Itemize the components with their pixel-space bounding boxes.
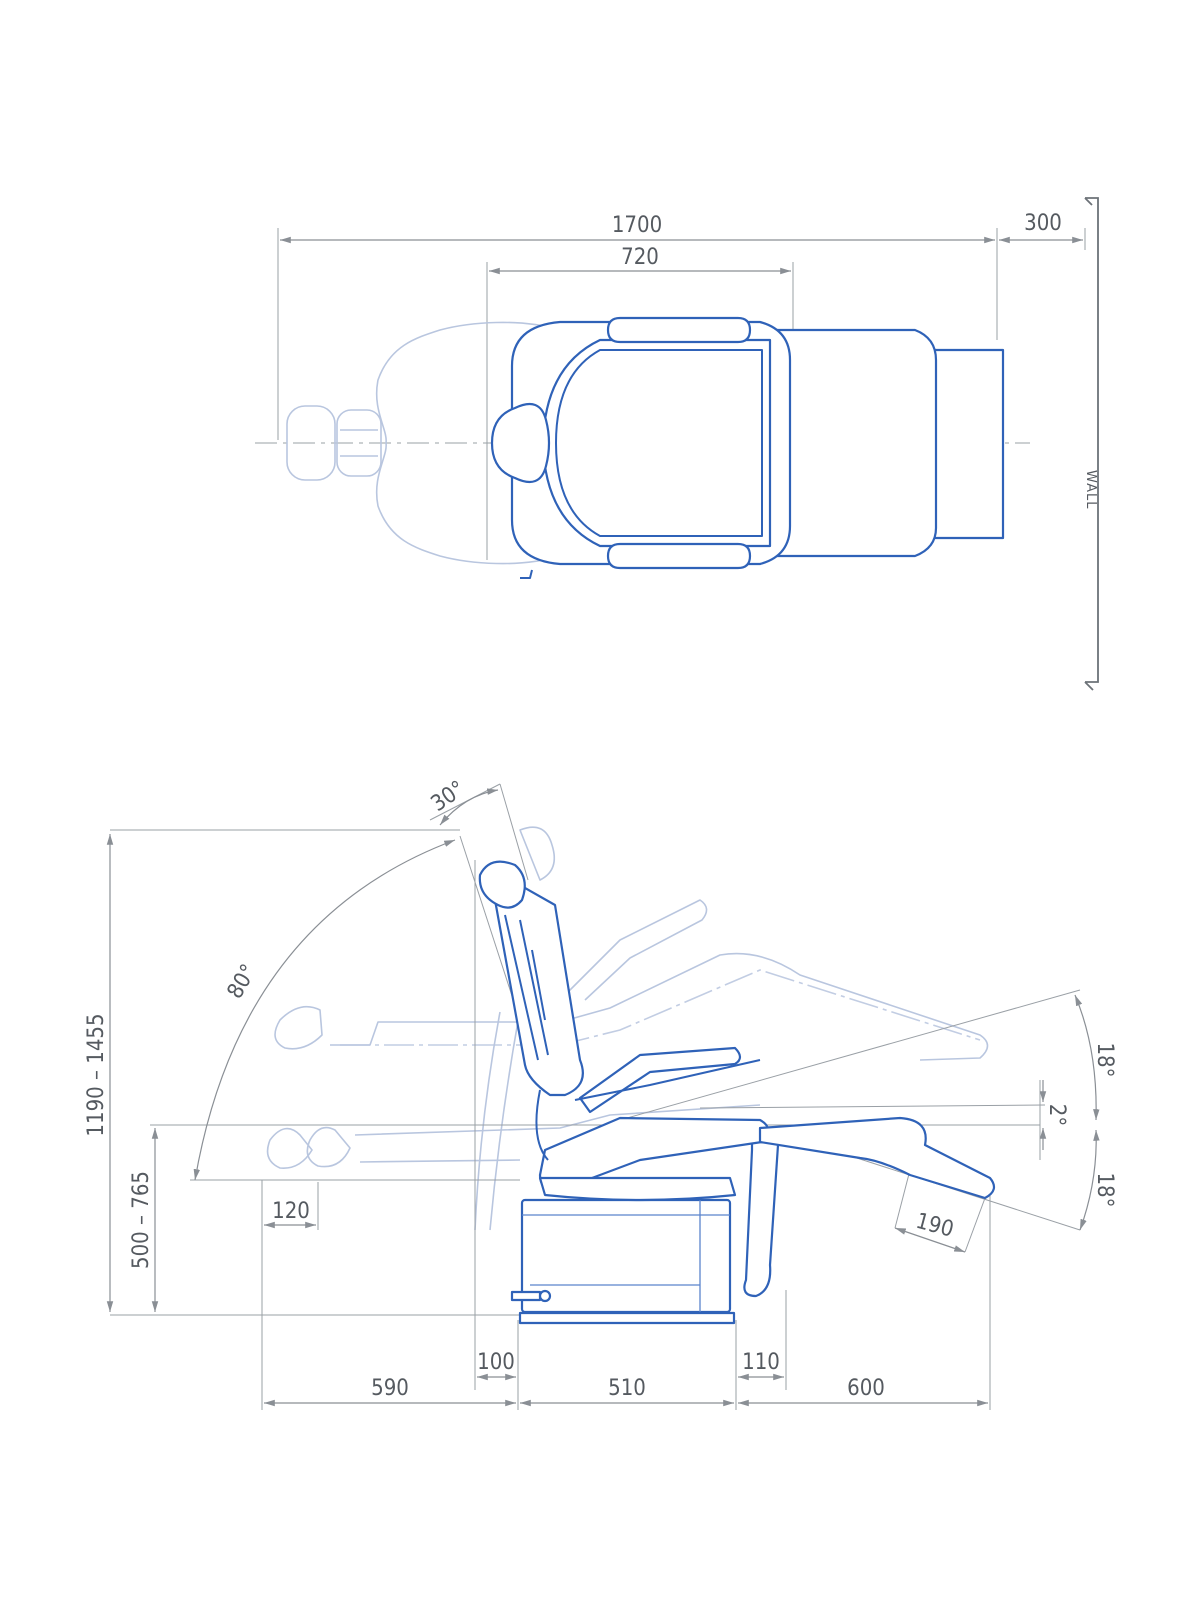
wall: WALL (1083, 197, 1099, 691)
armrest-top-left (606, 316, 752, 344)
headrest-top (490, 402, 551, 484)
armrest-side (578, 1046, 742, 1114)
arc-18deg-down (1079, 1129, 1100, 1231)
label-total-height: 1190 – 1455 (84, 1013, 109, 1136)
footrest-top (928, 348, 1005, 540)
headrest-side (478, 860, 526, 909)
label-100: 100 (477, 1350, 515, 1375)
side-view: 30° 80° 18° 2° 18° 1190 – 1455 500 – 765… (84, 776, 1117, 1410)
chair-side-view (478, 860, 996, 1325)
foot-pedal (510, 1290, 542, 1302)
chair-top-view (490, 316, 1005, 579)
label-seat-height: 500 – 765 (129, 1171, 154, 1269)
arc-30deg (439, 788, 499, 826)
label-angle-2: 2° (1044, 1104, 1069, 1126)
label-angle-18-down: 18° (1092, 1172, 1117, 1207)
wall-label: WALL (1083, 470, 1098, 510)
dim-label-300: 300 (1024, 211, 1062, 236)
label-600: 600 (847, 1376, 885, 1401)
label-110: 110 (742, 1350, 780, 1375)
armrest-top-right (606, 542, 752, 570)
arc-18deg-up (1074, 994, 1100, 1121)
dim-label-1700: 1700 (612, 213, 662, 238)
label-590: 590 (371, 1376, 409, 1401)
label-angle-30: 30° (427, 776, 470, 817)
dim-line-190 (894, 1227, 966, 1253)
seat-base (538, 1176, 737, 1202)
legrest (758, 1116, 996, 1200)
legrest-support (743, 1127, 780, 1298)
ghost-patient-top (286, 321, 561, 565)
label-angle-80: 80° (223, 960, 262, 1003)
label-angle-18-up: 18° (1092, 1042, 1117, 1077)
label-190: 190 (913, 1209, 956, 1243)
top-view: WALL 1700 300 720 (255, 197, 1099, 691)
dim-label-720: 720 (621, 245, 659, 270)
label-120: 120 (272, 1199, 310, 1224)
base-plate (518, 1311, 736, 1325)
legrest-top (768, 328, 938, 558)
base-column (520, 1198, 732, 1314)
backrest-top (541, 338, 772, 548)
arc-80deg (193, 839, 456, 1181)
ghost-reclined-chair (266, 826, 989, 1231)
label-510: 510 (608, 1376, 646, 1401)
backrest-inner-top (555, 349, 763, 537)
